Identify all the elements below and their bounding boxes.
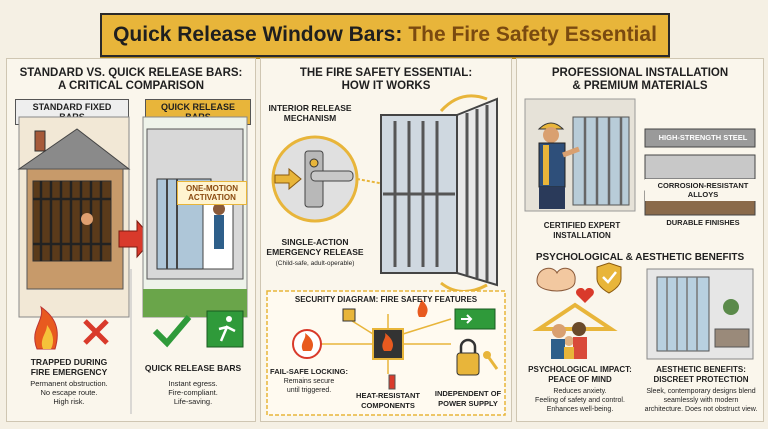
- fail-safe-label: FAIL-SAFE LOCKING:: [270, 367, 348, 376]
- aes-line2: DISCREET PROTECTION: [653, 375, 749, 384]
- steel-swatch: [644, 128, 756, 148]
- quick-release-notes: Instant egress. Fire-compliant. Life-sav…: [137, 379, 249, 406]
- lever-handle-icon: [310, 170, 354, 182]
- trapped-caption: TRAPPED DURING FIRE EMERGENCY: [13, 357, 125, 377]
- trapped-note1: Permanent obstruction.: [30, 379, 108, 388]
- interior-release-label: INTERIOR RELEASE MECHANISM: [265, 103, 355, 123]
- independent-power-label: INDEPENDENT OF POWER SUPPLY: [427, 389, 509, 409]
- power-line1: INDEPENDENT OF: [434, 389, 502, 398]
- flame-icon: [417, 299, 428, 317]
- title-main: Quick Release Window Bars:: [113, 23, 403, 46]
- psychological-notes: Reduces anxiety. Feeling of safety and c…: [521, 387, 639, 414]
- comparison-title: STANDARD VS. QUICK RELEASE BARS: A CRITI…: [7, 67, 255, 93]
- heat-line2: COMPONENTS: [361, 401, 415, 410]
- comparison-panel: STANDARD VS. QUICK RELEASE BARS: A CRITI…: [6, 58, 256, 422]
- title-banner: Quick Release Window Bars: The Fire Safe…: [100, 13, 670, 57]
- title-sub: The Fire Safety Essential: [408, 23, 657, 46]
- certified-installation-label: CERTIFIED EXPERT INSTALLATION: [523, 221, 641, 241]
- aes-note3: architecture. Does not obstruct view.: [644, 406, 758, 413]
- aes-note1: Sleek, contemporary designs blend: [646, 388, 756, 395]
- release-line1: SINGLE-ACTION: [281, 237, 349, 247]
- comparison-title-line2: A CRITICAL COMPARISON: [57, 80, 205, 92]
- install-line2: INSTALLATION: [553, 231, 611, 240]
- aes-line1: AESTHETIC BENEFITS:: [656, 365, 746, 374]
- install-title-line2: & PREMIUM MATERIALS: [572, 80, 708, 92]
- install-title-line1: PROFESSIONAL INSTALLATION: [551, 67, 729, 79]
- shield-check-icon: [596, 262, 622, 294]
- fail-safe-note: Remains secure until triggered.: [267, 377, 351, 395]
- failsafe-note1: Remains secure: [283, 378, 335, 385]
- brain-icon: [536, 267, 576, 292]
- padlock-icon: [456, 352, 480, 376]
- trapped-line1: TRAPPED DURING: [30, 357, 108, 367]
- thermometer-icon: [388, 374, 396, 390]
- release-note: (Child-safe, adult-operable): [275, 260, 355, 267]
- steel-label: HIGH-STRENGTH STEEL: [658, 133, 748, 142]
- quick-release-caption: QUICK RELEASE BARS: [144, 363, 242, 373]
- aesthetic-label: AESTHETIC BENEFITS: DISCREET PROTECTION: [641, 365, 761, 385]
- sofa-icon: [714, 328, 750, 348]
- check-icon: [152, 315, 192, 348]
- finish-label: DURABLE FINISHES: [649, 216, 757, 229]
- qr-note1: Instant egress.: [168, 379, 218, 388]
- hiw-title-line2: HOW IT WORKS: [341, 80, 431, 92]
- qr-note2: Fire-compliant.: [168, 388, 218, 397]
- trapped-line2: FIRE EMERGENCY: [30, 367, 108, 377]
- install-line1: CERTIFIED EXPERT: [543, 221, 621, 230]
- single-action-label: SINGLE-ACTION EMERGENCY RELEASE: [265, 237, 365, 257]
- psych-note1: Reduces anxiety.: [553, 388, 607, 395]
- aesthetic-notes: Sleek, contemporary designs blend seamle…: [641, 387, 761, 414]
- alloy-label: CORROSION-RESISTANT ALLOYS: [645, 179, 761, 201]
- mech-line2: MECHANISM: [283, 113, 337, 123]
- heat-resistant-label: HEAT-RESISTANT COMPONENTS: [345, 391, 431, 411]
- hiw-title-line1: THE FIRE SAFETY ESSENTIAL:: [299, 67, 473, 79]
- psych-line2: PEACE OF MIND: [548, 375, 612, 384]
- psych-note2: Feeling of safety and control.: [535, 397, 625, 404]
- failsafe-note2: until triggered.: [286, 387, 332, 394]
- how-it-works-panel: THE FIRE SAFETY ESSENTIAL: HOW IT WORKS …: [260, 58, 512, 422]
- how-it-works-title: THE FIRE SAFETY ESSENTIAL: HOW IT WORKS: [261, 67, 511, 93]
- trapped-note3: High risk.: [53, 397, 85, 406]
- psych-line1: PSYCHOLOGICAL IMPACT:: [528, 365, 632, 374]
- psych-note3: Enhances well-being.: [546, 406, 614, 413]
- exit-sign-small-icon: [454, 308, 496, 330]
- mech-line1: INTERIOR RELEASE: [268, 103, 352, 113]
- benefits-title: PSYCHOLOGICAL & AESTHETIC BENEFITS: [535, 252, 745, 263]
- aes-note2: seamlessly with modern: [663, 397, 739, 404]
- installation-title: PROFESSIONAL INSTALLATION & PREMIUM MATE…: [517, 67, 763, 93]
- installation-panel: PROFESSIONAL INSTALLATION & PREMIUM MATE…: [516, 58, 764, 422]
- psychological-label: PSYCHOLOGICAL IMPACT: PEACE OF MIND: [521, 365, 639, 385]
- trapped-notes: Permanent obstruction. No escape route. …: [13, 379, 125, 406]
- security-diagram-title: SECURITY DIAGRAM: FIRE SAFETY FEATURES: [294, 295, 478, 304]
- alloy-swatch: [644, 154, 756, 180]
- hard-hat-icon: [537, 122, 565, 130]
- trapped-note2: No escape route.: [40, 388, 98, 397]
- plant-icon: [723, 299, 739, 315]
- release-line2: EMERGENCY RELEASE: [266, 247, 364, 257]
- callout-line1: ONE-MOTION: [186, 184, 238, 193]
- comparison-title-line1: STANDARD VS. QUICK RELEASE BARS:: [19, 67, 243, 79]
- cross-icon: [83, 319, 109, 345]
- installation-illustration: [524, 98, 756, 360]
- callout-line2: ACTIVATION: [188, 193, 236, 202]
- mechanism-illustration: [266, 94, 506, 416]
- padlock-small-icon: [342, 308, 356, 322]
- one-motion-callout: ONE-MOTION ACTIVATION: [177, 181, 247, 205]
- comparison-illustration: [17, 116, 248, 414]
- qr-note3: Life-saving.: [173, 397, 213, 406]
- heat-line1: HEAT-RESISTANT: [356, 391, 420, 400]
- heart-icon: [576, 288, 594, 303]
- power-line2: POWER SUPPLY: [438, 399, 498, 408]
